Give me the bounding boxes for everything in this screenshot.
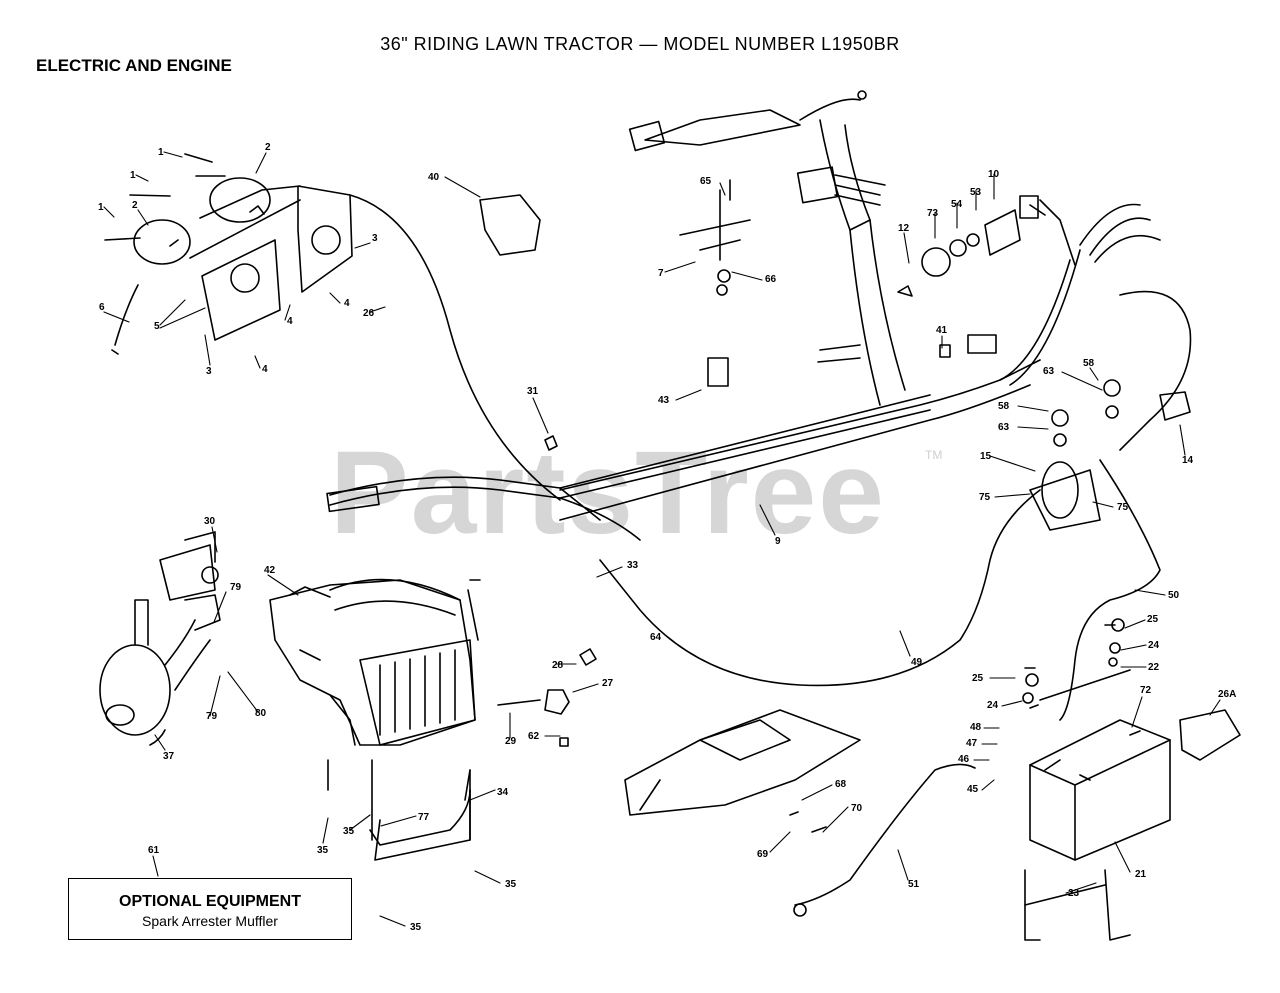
callout-9: 9	[775, 536, 781, 547]
callout-48: 48	[970, 722, 982, 733]
battery	[1024, 709, 1241, 941]
callout-6: 6	[99, 302, 105, 313]
callout-75: 75	[1117, 502, 1129, 513]
callout-49: 49	[911, 657, 923, 668]
callout-79: 79	[230, 582, 242, 593]
callout-22: 22	[1148, 662, 1160, 673]
callout-40: 40	[428, 172, 440, 183]
optional-equipment-subtitle: Spark Arrester Muffler	[142, 913, 278, 929]
callout-27: 27	[602, 678, 614, 689]
callout-15: 15	[980, 451, 992, 462]
starter-solenoid	[599, 379, 1191, 721]
key-switch-parts	[479, 179, 1021, 451]
callout-69: 69	[757, 849, 769, 860]
callout-58: 58	[998, 401, 1010, 412]
callout-75: 75	[979, 492, 991, 503]
leader-lines	[103, 151, 1221, 927]
callout-4: 4	[344, 298, 350, 309]
callout-50: 50	[1168, 590, 1180, 601]
callout-62: 62	[528, 731, 540, 742]
callout-45: 45	[967, 784, 979, 795]
optional-equipment-heading: OPTIONAL EQUIPMENT	[119, 893, 301, 910]
engine	[269, 578, 481, 861]
callout-77: 77	[418, 812, 430, 823]
callout-66: 66	[765, 274, 777, 285]
headlight-assembly	[104, 153, 353, 355]
callout-65: 65	[700, 176, 712, 187]
callout-35: 35	[343, 826, 355, 837]
wiring-harness	[326, 90, 1192, 541]
callout-23: 23	[1068, 888, 1080, 899]
callout-25: 25	[1147, 614, 1159, 625]
callout-30: 30	[204, 516, 216, 527]
callout-41: 41	[936, 325, 948, 336]
callout-58: 58	[1083, 358, 1095, 369]
callout-4: 4	[287, 316, 293, 327]
callout-24: 24	[987, 700, 999, 711]
callout-21: 21	[1135, 869, 1147, 880]
callout-3: 3	[206, 366, 212, 377]
callout-1: 1	[130, 170, 136, 181]
callout-79: 79	[206, 711, 218, 722]
callout-28: 28	[552, 660, 564, 671]
callout-2: 2	[265, 142, 271, 153]
callout-26A: 26A	[1218, 689, 1236, 700]
callout-70: 70	[851, 803, 863, 814]
callout-26: 26	[363, 308, 375, 319]
watermark-tm: TM	[925, 448, 943, 462]
callout-25: 25	[972, 673, 984, 684]
fasteners	[497, 624, 1116, 917]
callout-35: 35	[410, 922, 422, 933]
callout-80: 80	[255, 708, 267, 719]
callout-35: 35	[317, 845, 329, 856]
callout-68: 68	[835, 779, 847, 790]
callout-61: 61	[148, 845, 160, 856]
callout-37: 37	[163, 751, 175, 762]
callout-7: 7	[658, 268, 664, 279]
callout-42: 42	[264, 565, 276, 576]
section-label: ELECTRIC AND ENGINE	[36, 56, 232, 75]
callout-24: 24	[1148, 640, 1160, 651]
callout-labels: 1 1 1 2 2 3 3 4 4 4 5 6 26 40 65 7 66 12…	[98, 142, 1236, 933]
callout-51: 51	[908, 879, 920, 890]
callout-1: 1	[98, 202, 104, 213]
muffler	[99, 531, 221, 746]
callout-63: 63	[1043, 366, 1055, 377]
callout-35: 35	[505, 879, 517, 890]
callout-2: 2	[132, 200, 138, 211]
callout-72: 72	[1140, 685, 1152, 696]
callout-12: 12	[898, 223, 910, 234]
callout-63: 63	[998, 422, 1010, 433]
callout-3: 3	[372, 233, 378, 244]
callout-33: 33	[627, 560, 639, 571]
callout-46: 46	[958, 754, 970, 765]
callout-31: 31	[527, 386, 539, 397]
diagram-title: 36" RIDING LAWN TRACTOR — MODEL NUMBER L…	[380, 34, 900, 54]
battery-tray	[624, 709, 861, 833]
callout-43: 43	[658, 395, 670, 406]
watermark-logo: PartsTree	[330, 427, 886, 559]
optional-equipment-box: OPTIONAL EQUIPMENT Spark Arrester Muffle…	[68, 878, 352, 940]
callout-34: 34	[497, 787, 509, 798]
callout-64: 64	[650, 632, 662, 643]
callout-47: 47	[966, 738, 978, 749]
callout-1: 1	[158, 147, 164, 158]
callout-29: 29	[505, 736, 517, 747]
callout-5: 5	[154, 321, 160, 332]
callout-73: 73	[927, 208, 939, 219]
callout-14: 14	[1182, 455, 1194, 466]
callout-4: 4	[262, 364, 268, 375]
